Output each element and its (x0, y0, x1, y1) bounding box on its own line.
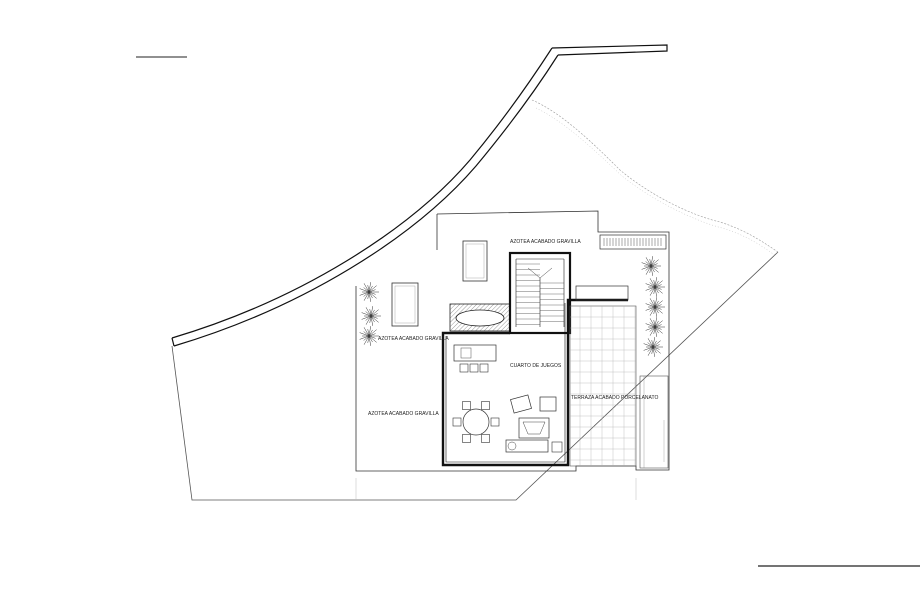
plant (361, 306, 381, 326)
label-azotea-mid: AZOTEA ACABADO GRAVILLA (378, 336, 449, 342)
plant (645, 297, 665, 317)
plant (643, 337, 663, 357)
small-room (575, 285, 629, 301)
plant (645, 317, 665, 337)
chair (490, 417, 500, 427)
label-cuarto-juegos: CUARTO DE JUEGOS (510, 363, 562, 369)
bar-counter (453, 344, 497, 373)
chair (462, 434, 471, 443)
chair (452, 417, 462, 427)
site-boundary (171, 251, 779, 501)
plant (359, 282, 379, 302)
skylight-left (391, 282, 419, 327)
label-azotea-left: AZOTEA ACABADO GRAVILLA (368, 411, 439, 417)
plant-group-left (359, 282, 381, 346)
lounge-set (505, 394, 563, 453)
water-tank (449, 303, 511, 332)
label-terraza: TERRAZA ACABADO PORCELANATO (571, 395, 658, 401)
plant-group-right (641, 256, 665, 357)
plant (359, 326, 379, 346)
vent-grille (599, 234, 667, 250)
vegetation-edge (531, 99, 779, 253)
curved-wall (171, 47, 553, 339)
plant (645, 277, 665, 297)
round-table (452, 401, 500, 443)
skylight-top (462, 240, 488, 282)
roof-outline (355, 210, 670, 472)
curved-wall-cap (551, 44, 668, 56)
plant (641, 256, 661, 276)
stair (508, 251, 572, 335)
terrace-tiles (569, 305, 637, 467)
chair (462, 401, 471, 410)
label-azotea-top: AZOTEA ACABADO GRAVILLA (510, 239, 581, 245)
chair (481, 434, 490, 443)
chair (481, 401, 490, 410)
side-path (639, 375, 669, 469)
